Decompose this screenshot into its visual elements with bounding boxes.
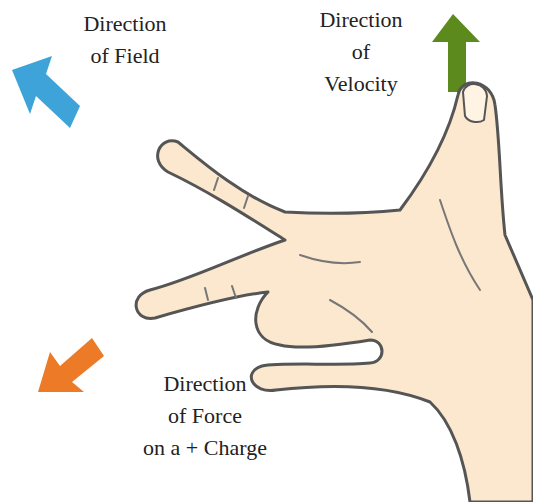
- velocity-arrow: [432, 14, 480, 92]
- thumb-nail: [463, 84, 487, 122]
- force-label: Direction of Force on a + Charge: [120, 368, 290, 464]
- field-label: Direction of Field: [70, 8, 180, 72]
- finger-crease: [205, 178, 480, 332]
- force-arrow: [38, 338, 104, 392]
- field-arrow: [12, 56, 80, 128]
- velocity-label: Direction of Velocity: [306, 4, 416, 100]
